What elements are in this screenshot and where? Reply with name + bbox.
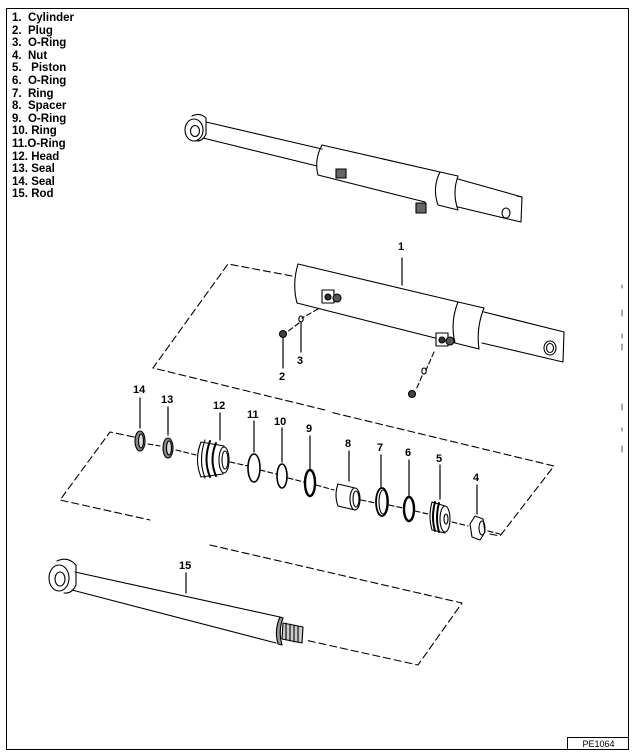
drawing-frame [6,8,629,750]
callout-12: 12 [213,400,225,412]
legend-item: 4. Nut [12,49,48,62]
callout-6: 6 [405,447,411,459]
callout-13: 13 [161,394,173,406]
callout-numbers: 1 2 3 4 5 6 7 8 9 10 11 12 13 14 15 [133,241,480,572]
ring-10 [276,463,288,489]
callout-8: 8 [345,438,351,450]
callout-10: 10 [274,416,286,428]
parts-dashed-outline [59,411,555,537]
legend-item: 1. Cylinder [12,12,74,24]
rod-15 [48,558,304,646]
assembly-axis-line [147,443,501,535]
callout-5: 5 [436,453,442,465]
callout-14: 14 [133,384,146,396]
callout-4: 4 [473,472,480,484]
leader-lines [139,257,478,594]
assembly-dashed-outline-upper [152,263,326,411]
assembled-cylinder [184,113,523,223]
o-ring-11 [247,453,261,483]
plug-and-o-ring-lower [407,351,435,399]
legend-item: 10. Ring [12,125,57,138]
callout-7: 7 [377,442,383,454]
legend-item: 12. Head [12,150,60,163]
o-ring-9 [303,468,317,498]
drawing-number: PE1064 [567,737,629,750]
callout-15: 15 [179,560,191,572]
piston-5 [429,501,451,534]
legend-item: 2. Plug [12,24,53,37]
callout-2: 2 [279,371,285,383]
callout-3: 3 [297,355,303,367]
legend-item: 3. O-Ring [12,37,67,50]
head-12 [196,439,230,479]
legend-item: 6. O-Ring [12,74,67,87]
legend-item: 14. Seal [12,175,55,188]
legend-item: 9. O-Ring [12,112,67,125]
parts-legend: 1. Cylinder 2. Plug 3. O-Ring 4. Nut 5. … [12,12,74,201]
seal-13 [162,437,174,459]
rod-dashed-outline [209,544,463,666]
legend-item: 15. Rod [12,188,54,201]
legend-item: 7. Ring [12,87,54,100]
legend-item: 5. Piston [12,62,67,75]
seal-14 [134,430,146,452]
callout-1: 1 [398,241,404,253]
cylinder-barrel [294,263,565,363]
legend-item: 13. Seal [12,163,55,176]
legend-item: 8. Spacer [12,100,67,113]
plug-and-o-ring-upper [278,308,319,339]
callout-9: 9 [306,423,312,435]
legend-item: 11.O-Ring [12,137,66,150]
spacer-8 [335,483,361,511]
callout-11: 11 [247,409,259,421]
o-ring-6 [402,495,416,523]
nut-4 [469,515,486,541]
ring-7 [375,487,389,517]
